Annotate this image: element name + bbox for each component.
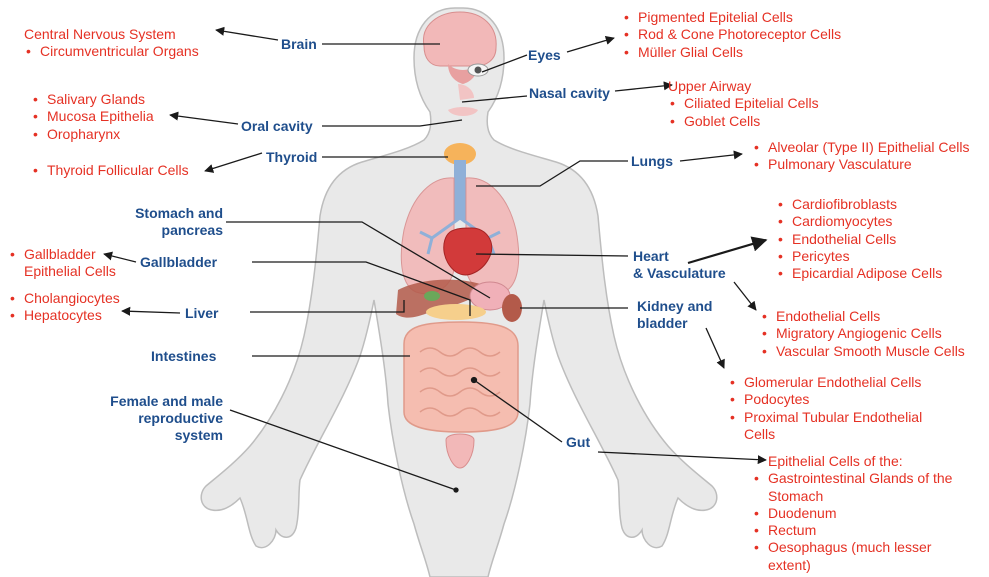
- brain-label: Brain: [281, 36, 317, 53]
- eyes-arrow: [567, 38, 614, 52]
- list-item: Vascular Smooth Muscle Cells: [760, 343, 965, 360]
- liver-arrow: [122, 311, 180, 313]
- list-item: Ciliated Epitelial Cells: [668, 95, 819, 112]
- heart-label-line2: & Vasculature: [633, 265, 726, 282]
- brain-organ: [423, 12, 496, 66]
- gut-cells-list: Epithelial Cells of the: Gastrointestina…: [752, 453, 952, 574]
- list-item: Endothelial Cells: [760, 308, 965, 325]
- list-item: extent): [752, 557, 952, 574]
- list-item: Mucosa Epithelia: [31, 108, 154, 125]
- kidney-cells-list: Glomerular Endothelial Cells Podocytes P…: [728, 374, 922, 443]
- iris-organ: [475, 67, 482, 74]
- stomach-pancreas-label: Stomach and pancreas: [120, 205, 223, 239]
- kidney-bladder-label: Kidney and bladder: [637, 298, 712, 332]
- intestines-label: Intestines: [151, 348, 216, 365]
- eyes-label: Eyes: [528, 47, 561, 64]
- list-item: Salivary Glands: [31, 91, 154, 108]
- thyroid-label: Thyroid: [266, 149, 317, 166]
- thyroid-arrow: [205, 153, 262, 171]
- list-item: Müller Glial Cells: [622, 44, 841, 61]
- oral-cells-list: Salivary Glands Mucosa Epithelia Orophar…: [31, 91, 154, 143]
- list-item: Alveolar (Type II) Epithelial Cells: [752, 139, 970, 156]
- heart-label-line1: Heart: [633, 248, 726, 265]
- list-item: Epicardial Adipose Cells: [776, 265, 942, 282]
- list-item: Migratory Angiogenic Cells: [760, 325, 965, 342]
- repro-label-line2: reproductive: [88, 410, 223, 427]
- kidney-label-line1: Kidney and: [637, 298, 712, 315]
- gallbladder-label: Gallbladder: [140, 254, 217, 271]
- list-item: Central Nervous System: [24, 26, 199, 43]
- oral-arrow: [170, 115, 238, 124]
- gut-label: Gut: [566, 434, 590, 451]
- reproductive-label: Female and male reproductive system: [88, 393, 223, 444]
- list-item: Endothelial Cells: [776, 231, 942, 248]
- intestines-organ: [404, 322, 518, 432]
- list-item: Pulmonary Vasculature: [752, 156, 970, 173]
- gallbladder-cells-list: Gallbladder Epithelial Cells: [8, 246, 116, 281]
- vasculature-arrow: [734, 282, 756, 310]
- heart-cells-list: Cardiofibroblasts Cardiomyocytes Endothe…: [776, 196, 942, 282]
- list-item: Cardiofibroblasts: [776, 196, 942, 213]
- list-header: Epithelial Cells of the:: [752, 453, 952, 470]
- list-item: Oesophagus (much lesser: [752, 539, 952, 556]
- brain-arrow: [216, 30, 278, 40]
- stomach-label-line1: Stomach and: [120, 205, 223, 222]
- trachea-organ: [454, 160, 466, 220]
- lungs-arrow: [680, 154, 742, 161]
- list-item: Goblet Cells: [668, 113, 819, 130]
- list-item: Gallbladder: [8, 246, 116, 263]
- list-item: Cardiomyocytes: [776, 213, 942, 230]
- list-item: Hepatocytes: [8, 307, 120, 324]
- kidney-organ: [502, 294, 522, 322]
- list-item: Proximal Tubular Endothelial: [728, 409, 922, 426]
- list-item: Pericytes: [776, 248, 942, 265]
- list-item: Thyroid Follicular Cells: [31, 162, 189, 179]
- list-item: Rectum: [752, 522, 952, 539]
- list-item: Gastrointestinal Glands of the: [752, 470, 952, 487]
- list-item: Podocytes: [728, 391, 922, 408]
- kidney-label-line2: bladder: [637, 315, 712, 332]
- list-item: Pigmented Epitelial Cells: [622, 9, 841, 26]
- gallbladder-organ: [424, 291, 440, 301]
- heart-vasculature-label: Heart & Vasculature: [633, 248, 726, 282]
- list-item: Duodenum: [752, 505, 952, 522]
- eyes-cells-list: Pigmented Epitelial Cells Rod & Cone Pho…: [622, 9, 841, 61]
- nasal-cells-list: Upper Airway Ciliated Epitelial Cells Go…: [668, 78, 819, 130]
- nasal-cavity-label: Nasal cavity: [529, 85, 610, 102]
- repro-label-line1: Female and male: [88, 393, 223, 410]
- nasal-arrow: [615, 85, 672, 91]
- pancreas-organ: [426, 304, 486, 320]
- liver-cells-list: Cholangiocytes Hepatocytes: [8, 290, 120, 325]
- list-item: Oropharynx: [31, 126, 154, 143]
- oral-cavity-label: Oral cavity: [241, 118, 313, 135]
- list-item: Rod & Cone Photoreceptor Cells: [622, 26, 841, 43]
- brain-cells-list: Central Nervous System Circumventricular…: [24, 26, 199, 61]
- lungs-label: Lungs: [631, 153, 673, 170]
- organs-group: [396, 12, 522, 468]
- list-item: Stomach: [752, 488, 952, 505]
- lungs-cells-list: Alveolar (Type II) Epithelial Cells Pulm…: [752, 139, 970, 174]
- list-item: Upper Airway: [668, 78, 819, 95]
- list-item: Epithelial Cells: [8, 263, 116, 280]
- gut-dot: [472, 378, 477, 383]
- vasculature-cells-list: Endothelial Cells Migratory Angiogenic C…: [760, 308, 965, 360]
- kidney-arrow: [706, 328, 724, 368]
- repro-dot: [454, 488, 458, 492]
- list-item: Glomerular Endothelial Cells: [728, 374, 922, 391]
- stomach-label-line2: pancreas: [120, 222, 223, 239]
- list-item: Cells: [728, 426, 922, 443]
- liver-label: Liver: [185, 305, 218, 322]
- list-item: Circumventricular Organs: [24, 43, 199, 60]
- list-item: Cholangiocytes: [8, 290, 120, 307]
- repro-label-line3: system: [88, 427, 223, 444]
- thyroid-cells-list: Thyroid Follicular Cells: [31, 162, 189, 179]
